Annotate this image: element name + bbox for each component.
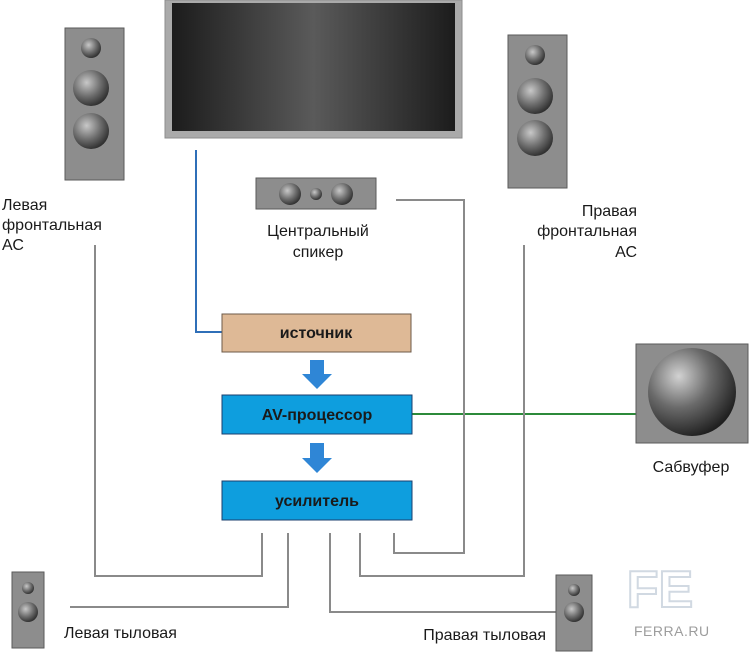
left-rear-cable [70, 533, 289, 608]
left-rear-label: Левая тыловая [64, 625, 177, 642]
svg-text:Правая: Правая [582, 203, 637, 220]
center-speaker [255, 177, 377, 210]
center-cable [393, 199, 465, 554]
source-block: источник [221, 313, 412, 353]
svg-text:Левая: Левая [2, 197, 47, 214]
subwoofer [635, 343, 749, 444]
source-label: источник [280, 325, 354, 342]
logo-mark: FE [627, 561, 693, 619]
av-processor-block: AV-процессор [221, 394, 413, 435]
left-front-cable [94, 245, 263, 577]
arrow-down-icon [302, 360, 332, 389]
video-cable [195, 150, 222, 333]
right-front-cable [359, 245, 525, 577]
svg-text:АС: АС [2, 237, 24, 254]
left-front-speaker [64, 27, 125, 181]
left-rear-speaker [11, 571, 45, 649]
av-processor-label: AV-процессор [262, 407, 373, 424]
tv-screen [164, 0, 463, 139]
logo-text: FERRA.RU [634, 623, 710, 639]
svg-text:фронтальная: фронтальная [537, 223, 637, 240]
amplifier-label: усилитель [275, 493, 359, 510]
left-front-label: Левая фронтальная АС [2, 197, 102, 254]
amplifier-block: усилитель [221, 480, 413, 521]
ferra-logo: FE FERRA.RU [626, 560, 710, 639]
right-front-label: Правая фронтальная АС [537, 203, 637, 261]
arrow-down-icon [302, 443, 332, 473]
right-rear-cable [329, 533, 556, 613]
subwoofer-label: Сабвуфер [653, 459, 730, 476]
right-rear-speaker [555, 574, 593, 652]
right-front-speaker [507, 34, 568, 189]
svg-text:Центральный: Центральный [267, 223, 369, 240]
svg-text:фронтальная: фронтальная [2, 217, 102, 234]
svg-text:АС: АС [615, 244, 637, 261]
center-speaker-label: Центральный спикер [267, 223, 369, 261]
svg-text:спикер: спикер [293, 244, 344, 261]
right-rear-label: Правая тыловая [423, 627, 546, 644]
